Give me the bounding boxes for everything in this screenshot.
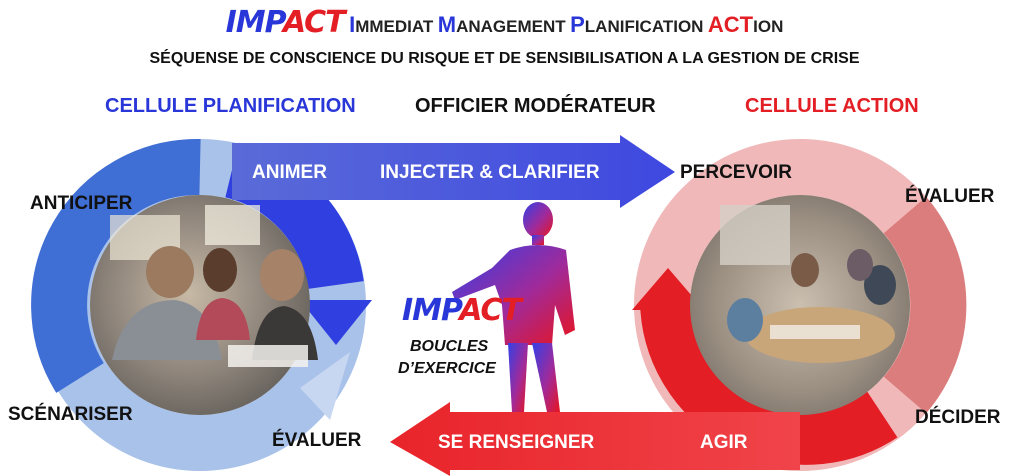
acronym-word-1: IMMEDIAT	[349, 12, 434, 37]
label-evaluer-left: ÉVALUER	[272, 430, 362, 451]
logo-act: ACT	[282, 5, 346, 40]
label-se-renseigner: SE RENSEIGNER	[438, 432, 595, 453]
logo-imp: IMP	[225, 5, 284, 40]
left-cell-photo	[90, 195, 318, 415]
label-decider: DÉCIDER	[915, 407, 1001, 428]
center-exercice: D’EXERCICE	[398, 360, 496, 377]
bottom-arrow	[390, 402, 800, 476]
cellule-action-title: CELLULE ACTION	[745, 95, 919, 117]
acronym-word-3: PLANIFICATION	[570, 12, 704, 37]
impact-logo: IMPACT	[225, 5, 346, 40]
right-cell-photo	[690, 195, 910, 415]
label-anticiper: ANTICIPER	[30, 193, 133, 214]
header-title: IMPACT IMMEDIAT MANAGEMENT PLANIFICATION…	[0, 5, 1009, 40]
center-boucles: BOUCLES	[410, 338, 489, 355]
moderator-silhouette	[452, 202, 575, 412]
label-injecter-clarifier: INJECTER & CLARIFIER	[380, 162, 600, 183]
center-impact-logo: IMPACT	[402, 293, 522, 328]
acronym-word-2: MANAGEMENT	[437, 12, 566, 37]
label-agir: AGIR	[700, 432, 748, 453]
officier-moderateur-title: OFFICIER MODÉRATEUR	[415, 95, 656, 117]
top-arrow	[232, 135, 675, 208]
label-evaluer-right: ÉVALUER	[905, 186, 995, 207]
acronym-word-4: ACTION	[707, 12, 784, 37]
subtitle: SÉQUENSE DE CONSCIENCE DU RISQUE ET DE S…	[149, 50, 860, 67]
label-percevoir: PERCEVOIR	[680, 162, 792, 183]
label-scenariser: SCÉNARISER	[8, 404, 133, 425]
label-animer: ANIMER	[252, 162, 327, 183]
cellule-planification-title: CELLULE PLANIFICATION	[105, 95, 356, 117]
